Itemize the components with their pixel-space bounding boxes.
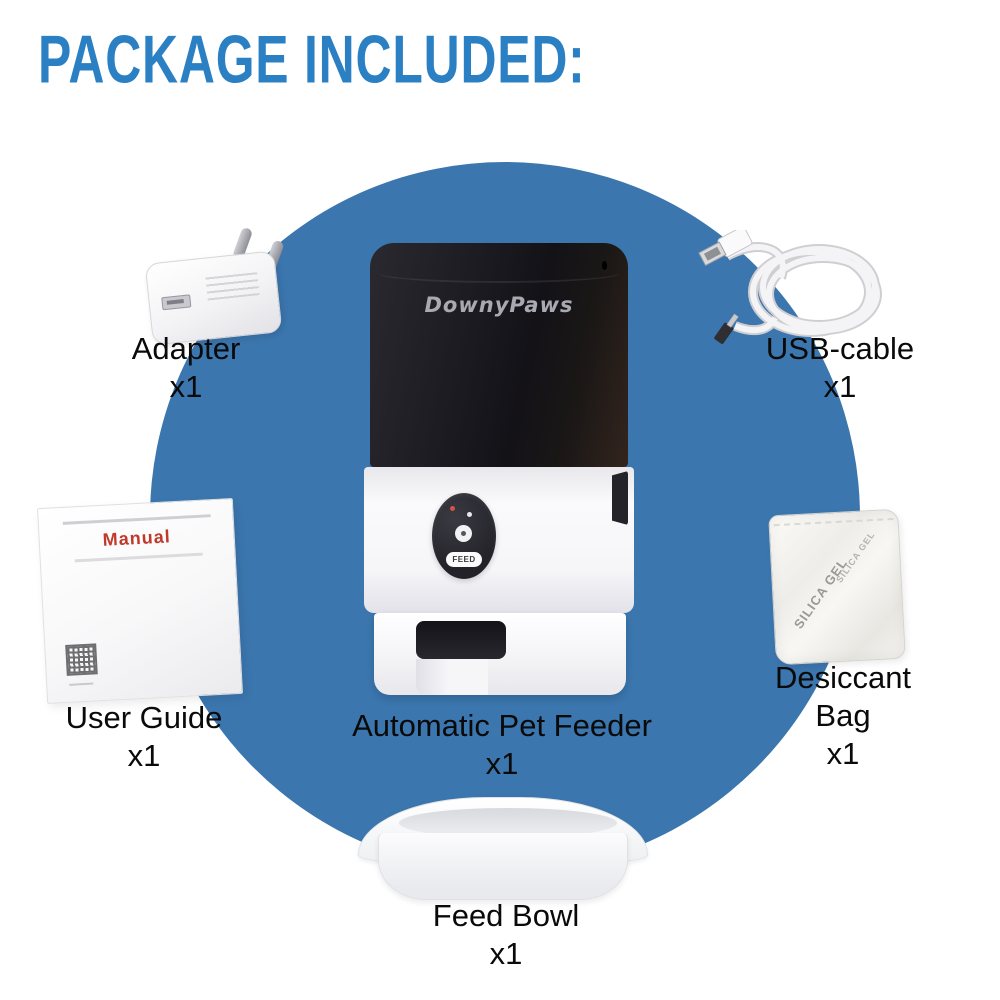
usb-port-icon bbox=[161, 294, 192, 311]
item-qty: x1 bbox=[489, 936, 523, 971]
feeder-hopper: DownyPaws bbox=[370, 243, 628, 467]
usb-a-connector-icon bbox=[698, 230, 753, 267]
adapter-label: Adapter x1 bbox=[132, 330, 241, 406]
feed-bowl-label: Feed Bowl x1 bbox=[433, 897, 579, 973]
pet-feeder-label: Automatic Pet Feeder x1 bbox=[352, 707, 652, 783]
desiccant-bag-label: Desiccant Bag x1 bbox=[765, 659, 922, 773]
item-qty: x1 bbox=[826, 736, 860, 771]
page-title: PACKAGE INCLUDED: bbox=[38, 21, 586, 98]
qr-code-icon bbox=[65, 643, 98, 676]
manual-headline-line bbox=[62, 514, 211, 525]
bowl-front bbox=[378, 833, 628, 900]
qr-caption-line bbox=[69, 682, 94, 686]
item-qty: x1 bbox=[127, 738, 161, 773]
manual-title: Manual bbox=[102, 526, 172, 550]
user-guide-label: User Guide x1 bbox=[66, 699, 223, 775]
dc-plug-icon bbox=[714, 313, 739, 344]
food-chute-opening bbox=[416, 621, 506, 659]
feeder-side-slot bbox=[612, 471, 628, 525]
manual-subtitle-line bbox=[74, 552, 203, 563]
indicator-light-icon bbox=[450, 506, 455, 511]
usb-cable-label: USB-cable x1 bbox=[766, 330, 914, 406]
bag-seam bbox=[773, 517, 894, 527]
feeder-base bbox=[374, 613, 626, 695]
user-guide-image: Manual bbox=[37, 498, 243, 704]
desiccant-bag-image: SILICA GEL SILICA GEL bbox=[768, 508, 906, 666]
pet-feeder-image: DownyPaws FEED bbox=[358, 243, 642, 695]
hopper-lid-seam bbox=[378, 263, 620, 283]
wifi-button-icon bbox=[455, 525, 472, 542]
indicator-light-icon bbox=[467, 512, 472, 517]
feeder-control-panel: FEED bbox=[432, 493, 496, 579]
feeder-body bbox=[364, 467, 634, 613]
item-name: Automatic Pet Feeder bbox=[352, 708, 652, 743]
item-name: Adapter bbox=[131, 331, 241, 366]
item-qty: x1 bbox=[485, 746, 519, 781]
brand-logo: DownyPaws bbox=[424, 293, 574, 317]
item-qty: x1 bbox=[823, 369, 857, 404]
adapter-spec-print bbox=[205, 269, 260, 301]
usb-cable-image bbox=[698, 230, 882, 344]
item-qty: x1 bbox=[169, 369, 203, 404]
feed-button: FEED bbox=[446, 552, 482, 567]
chute-recess bbox=[416, 659, 488, 695]
desiccant-bag-body: SILICA GEL SILICA GEL bbox=[768, 508, 906, 666]
feed-bowl-image bbox=[352, 797, 652, 905]
cable-coil bbox=[724, 242, 882, 337]
manual-paper: Manual bbox=[37, 498, 243, 704]
item-name: USB-cable bbox=[765, 331, 915, 366]
item-name: Feed Bowl bbox=[432, 898, 580, 933]
hopper-vent-hole bbox=[602, 261, 607, 270]
item-name: User Guide bbox=[65, 700, 223, 735]
item-name: Desiccant Bag bbox=[774, 660, 912, 733]
